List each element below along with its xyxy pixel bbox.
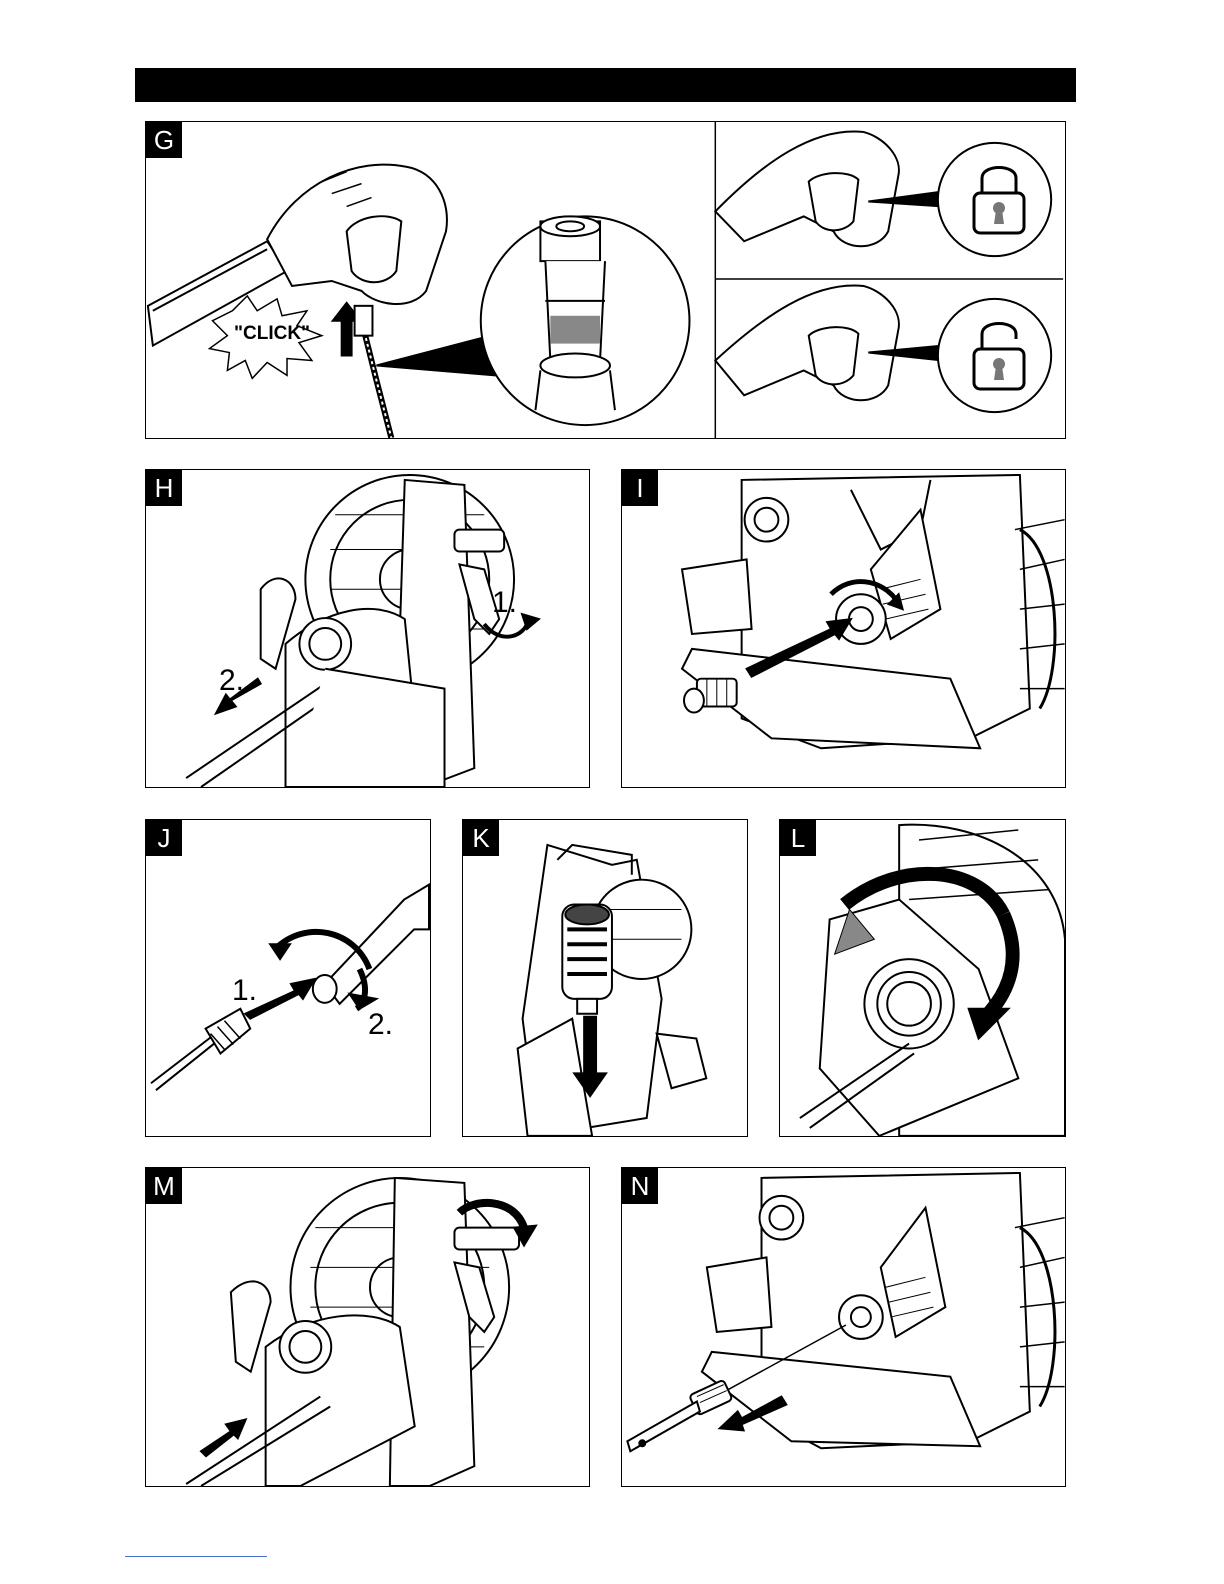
inlet-filter-illustration <box>622 1168 1065 1486</box>
panel-j: J 1. 2. <box>145 819 431 1137</box>
step-number: 1. <box>232 974 257 1008</box>
step-number: 1. <box>492 586 517 620</box>
padlock-open-icon <box>964 314 1034 394</box>
panel-label: K <box>463 820 499 856</box>
footer-link-underline <box>125 1556 267 1557</box>
click-text: "CLICK" <box>234 323 310 345</box>
panel-label: M <box>146 1168 182 1204</box>
hose-reel-return-illustration <box>146 1168 589 1486</box>
panel-k: K <box>462 819 748 1137</box>
panel-i: I <box>621 469 1066 788</box>
panel-label: I <box>622 470 658 506</box>
step-number: 2. <box>368 1008 393 1042</box>
panel-label: L <box>780 820 816 856</box>
hose-reel-illustration <box>146 470 589 787</box>
panel-label: N <box>622 1168 658 1204</box>
panel-l: L <box>779 819 1066 1137</box>
water-inlet-illustration <box>622 470 1065 787</box>
padlock-closed-icon <box>964 158 1034 238</box>
panel-label: G <box>146 122 182 158</box>
panel-m: M <box>145 1167 590 1487</box>
reel-lock-illustration <box>780 820 1065 1136</box>
lance-connect-illustration <box>146 820 430 1136</box>
detergent-bottle-illustration <box>463 820 747 1136</box>
step-number: 2. <box>219 664 244 698</box>
header-bar <box>135 68 1076 102</box>
panel-g: G <box>145 121 1066 439</box>
panel-h: H 1. 2. <box>145 469 590 788</box>
panel-label: J <box>146 820 182 856</box>
panel-n: N <box>621 1167 1066 1487</box>
panel-label: H <box>146 470 182 506</box>
spray-gun-illustration <box>146 122 1065 438</box>
